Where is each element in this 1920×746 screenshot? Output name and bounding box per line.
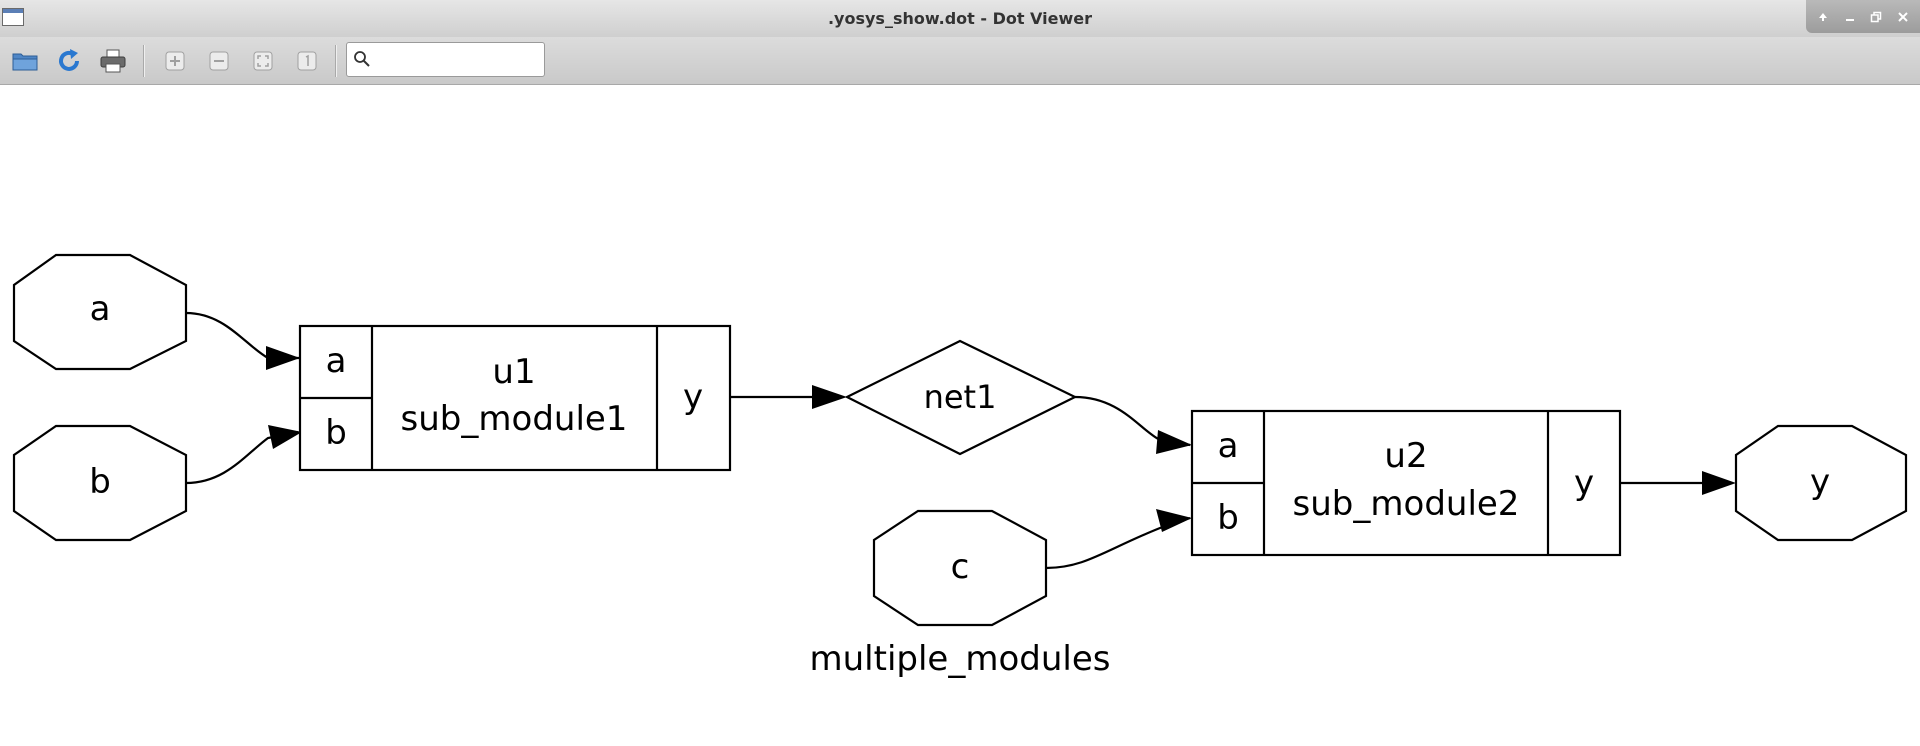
port-label: b [325,413,347,453]
reload-icon[interactable] [54,46,84,76]
title-bar: .yosys_show.dot - Dot Viewer [0,0,1920,37]
input-node-c[interactable]: c [872,509,1048,627]
port-label: b [1217,498,1239,538]
arrowhead [1702,471,1736,495]
port-label: y [1574,463,1594,503]
module-instance-name: u2 [1384,436,1427,476]
arrowhead [812,385,847,409]
net-node-net1[interactable]: net1 [844,339,1078,456]
close-icon[interactable] [1894,8,1912,26]
zoom-in-icon[interactable] [160,46,190,76]
toolbar-separator [335,45,336,77]
toolbar [0,37,1920,85]
open-folder-icon[interactable] [10,46,40,76]
graph-canvas[interactable]: a b a b u1 sub_module1 y net1 [0,85,1920,746]
window-title: .yosys_show.dot - Dot Viewer [827,9,1093,28]
window-controls [1806,0,1920,33]
port-label: a [1218,426,1239,466]
module-instance-name: u1 [492,352,535,392]
search-input[interactable] [375,47,539,73]
output-node-label: y [1810,462,1830,502]
net-label: net1 [924,378,997,416]
arrowhead [266,346,300,370]
zoom-fit-icon[interactable] [248,46,278,76]
input-node-label: c [951,547,970,587]
arrow-up-icon[interactable] [1814,8,1832,26]
restore-icon[interactable] [1867,8,1885,26]
search-icon [354,51,370,67]
app-window-icon [2,8,24,26]
arrowhead [268,425,302,449]
port-label: a [326,341,347,381]
port-label: y [683,377,703,417]
output-node-y[interactable]: y [1734,424,1908,542]
minimize-icon[interactable] [1841,8,1859,26]
module-u1[interactable]: a b u1 sub_module1 y [298,324,732,472]
zoom-100-icon[interactable] [292,46,322,76]
graph-view: a b a b u1 sub_module1 y net1 [12,253,1908,679]
edge-b-to-u1b [185,430,299,485]
edge-c-to-u2b [1045,516,1191,570]
toolbar-separator [143,45,144,77]
search-field[interactable] [346,42,545,77]
module-u2[interactable]: a b u2 sub_module2 y [1190,409,1622,557]
zoom-out-icon[interactable] [204,46,234,76]
module-type-name: sub_module1 [401,399,628,439]
edge-a-to-u1a [185,311,300,360]
arrowhead [1156,430,1192,454]
print-icon[interactable] [98,46,128,76]
graph-caption: multiple_modules [810,639,1111,679]
arrowhead [1156,509,1192,532]
module-type-name: sub_module2 [1293,484,1520,524]
input-node-b[interactable]: b [12,424,188,542]
input-node-label: b [89,462,111,502]
input-node-label: a [90,289,111,329]
input-node-a[interactable]: a [12,253,188,371]
